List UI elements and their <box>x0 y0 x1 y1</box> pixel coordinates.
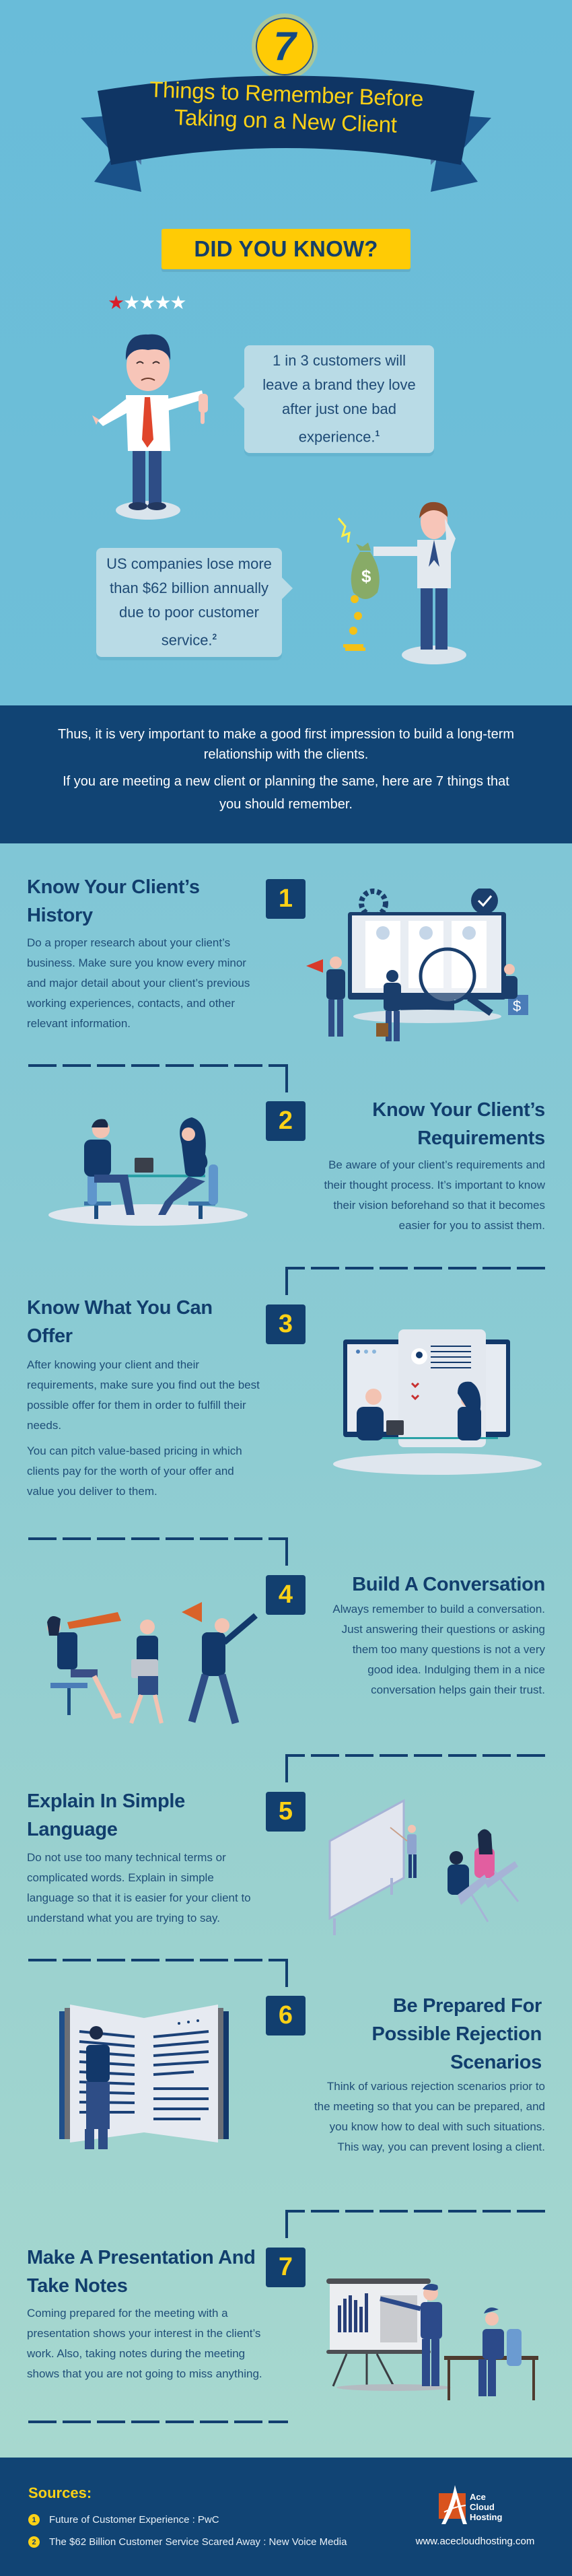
connector-line-2 <box>28 1064 288 1067</box>
sources-title: Sources: <box>28 2484 92 2501</box>
did-you-know-label: DID YOU KNOW? <box>162 229 410 269</box>
item-5-body-text: Do not use too many technical terms or c… <box>27 1851 251 1924</box>
connector-line-7-drop <box>285 2210 288 2238</box>
connector-line-6-drop <box>285 1959 288 1987</box>
item-2-body: Be aware of your client’s requirements a… <box>313 1155 545 1236</box>
ace-cloud-hosting-logo-icon <box>439 2485 467 2524</box>
item-6-body: Think of various rejection scenarios pri… <box>313 2077 545 2157</box>
unhappy-customer-illustration <box>92 334 208 520</box>
item-3-number-badge: 3 <box>266 1304 306 1344</box>
header-number: 7 <box>273 24 296 69</box>
money-loss-illustration: $ <box>337 501 466 664</box>
connector-line-3-drop <box>285 1267 288 1295</box>
item-4-number-badge: 4 <box>266 1575 306 1615</box>
giant-book-illustration <box>59 2005 229 2149</box>
closing-dashed-line <box>28 2421 288 2423</box>
item-5-title: Explain In Simple Language <box>27 1790 186 1840</box>
item-7-title: Make A Presentation And Take Notes <box>27 2247 256 2297</box>
brand-name: Ace Cloud Hosting <box>470 2492 502 2522</box>
footer <box>0 2458 572 2576</box>
item-3-body-text-1: After knowing your client and their requ… <box>27 1358 260 1432</box>
source-number-badge: 2 <box>28 2536 40 2548</box>
intro-paragraph-1: Thus, it is very important to make a goo… <box>57 727 515 762</box>
star-empty-icon: ★★★★ <box>123 292 186 313</box>
brand-line-3: Hosting <box>470 2512 503 2522</box>
item-5-number-badge: 5 <box>266 1792 306 1832</box>
item-7-body-text: Coming prepared for the meeting with a p… <box>27 2307 262 2380</box>
item-1-title: Know Your Client’s History <box>27 876 200 926</box>
brand-line-1: Ace <box>470 2492 486 2502</box>
whiteboard-presentation-illustration <box>328 1799 520 1935</box>
intro-paragraph-2: If you are meeting a new client or plann… <box>63 774 509 812</box>
item-1-body-text: Do a proper research about your client’s… <box>27 936 250 1030</box>
title-ribbon <box>81 75 491 192</box>
item-3-body-text-2: You can pitch value-based pricing in whi… <box>27 1444 242 1498</box>
fact-2-text: US companies lose more than $62 billion … <box>106 555 272 649</box>
item-6-title: Be Prepared For Possible Rejection Scena… <box>371 1995 542 2073</box>
item-6-number-badge: 6 <box>266 1996 306 2035</box>
item-4-body: Always remember to build a conversation.… <box>326 1599 545 1700</box>
source-text: The $62 Billion Customer Service Scared … <box>49 2536 347 2548</box>
source-item-2: 2 The $62 Billion Customer Service Scare… <box>28 2536 347 2548</box>
svg-text:$: $ <box>361 566 371 586</box>
telescope-megaphone-illustration <box>47 1602 258 1725</box>
meeting-at-table-illustration <box>48 1117 248 1226</box>
item-1-body: Do a proper research about your client’s… <box>27 933 262 1034</box>
item-7-body: Coming prepared for the meeting with a p… <box>27 2303 262 2384</box>
connector-line-7 <box>285 2210 545 2213</box>
client-profiles-illustration: $ <box>306 889 528 1041</box>
fact-1-text: 1 in 3 customers will leave a brand they… <box>262 352 416 446</box>
fact-bubble-2: US companies lose more than $62 billion … <box>96 548 293 657</box>
item-3-body: After knowing your client and their requ… <box>27 1355 262 1502</box>
item-2-body-text: Be aware of your client’s requirements a… <box>324 1158 545 1232</box>
fact-bubble-1: 1 in 3 customers will leave a brand they… <box>234 345 434 453</box>
item-4-title: Build A Conversation <box>352 1574 545 1595</box>
item-3-title: Know What You Can Offer <box>27 1297 213 1347</box>
item-2-title: Know Your Client’s Requirements <box>372 1099 545 1149</box>
source-item-1: 1 Future of Customer Experience : PwC <box>28 2514 219 2526</box>
fact-1-ref: 1 <box>375 429 380 439</box>
connector-line-5-drop <box>285 1754 288 1782</box>
website-link[interactable]: www.acecloudhosting.com <box>415 2536 535 2547</box>
item-1-number-badge: 1 <box>266 879 306 919</box>
connector-line-5 <box>285 1754 545 1757</box>
item-5-body: Do not use too many technical terms or c… <box>27 1848 262 1928</box>
number-seven-badge: 7 <box>252 13 318 79</box>
connector-line-4-drop <box>285 1537 288 1566</box>
connector-line-2-drop <box>285 1064 288 1092</box>
item-6-body-text: Think of various rejection scenarios pri… <box>314 2080 545 2153</box>
intro-band: Thus, it is very important to make a goo… <box>0 705 572 843</box>
chart-presentation-illustration <box>326 2278 538 2400</box>
brand-line-2: Cloud <box>470 2502 495 2512</box>
source-number-badge: 1 <box>28 2514 40 2526</box>
item-4-body-text: Always remember to build a conversation.… <box>332 1603 545 1696</box>
connector-line-3 <box>285 1267 545 1269</box>
resume-meeting-illustration <box>333 1329 542 1475</box>
connector-line-4 <box>28 1537 288 1540</box>
star-filled-icon: ★ <box>108 292 124 313</box>
source-text: Future of Customer Experience : PwC <box>49 2514 219 2526</box>
item-2-number-badge: 2 <box>266 1101 306 1141</box>
fact-2-ref: 2 <box>212 632 217 642</box>
svg-text:$: $ <box>513 998 521 1014</box>
rating-stars: ★★★★★ <box>108 291 187 314</box>
connector-line-6 <box>28 1959 288 1961</box>
item-7-number-badge: 7 <box>266 2248 306 2287</box>
